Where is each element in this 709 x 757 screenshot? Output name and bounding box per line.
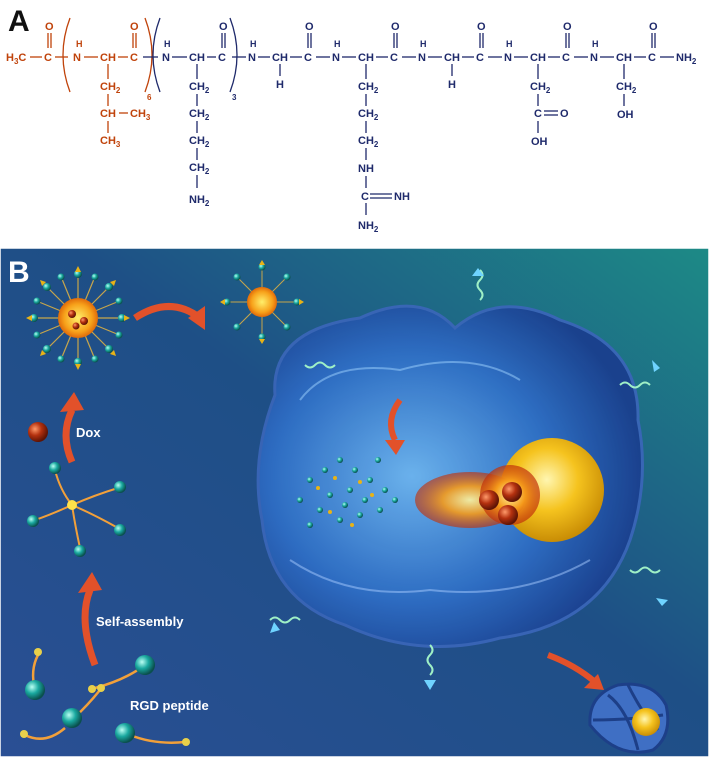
- ser-side-ch2: CH2: [616, 81, 637, 95]
- asp-side-c: C: [534, 108, 542, 120]
- lysine-repeat-count: 3: [232, 93, 237, 102]
- lys-o: O: [219, 21, 228, 33]
- lys-ch: CH: [189, 52, 205, 64]
- c-terminal-nh2: NH2: [676, 52, 697, 66]
- arg-c: C: [390, 52, 398, 64]
- arg-guanidino-c: C: [361, 191, 369, 203]
- ser-n: N: [590, 52, 598, 64]
- gly1-o: O: [305, 21, 314, 33]
- h3c-label: H3C: [6, 52, 26, 66]
- arg-o: O: [391, 21, 400, 33]
- asp-ch: CH: [530, 52, 546, 64]
- dox-label: Dox: [76, 425, 101, 440]
- ser-nh-h: H: [592, 39, 599, 49]
- lys-h: H: [164, 39, 171, 49]
- ser-ch: CH: [616, 52, 632, 64]
- dead-cell-fragment: [588, 682, 670, 754]
- leucine-repeat-count: 6: [147, 93, 152, 102]
- disassembled-micelle: [297, 457, 398, 528]
- ser-o: O: [649, 21, 658, 33]
- arg-n: N: [332, 52, 340, 64]
- arg-guanidino-nh2: NH2: [358, 220, 379, 234]
- arrow-dox-loading: [62, 408, 76, 464]
- leu-ch2: CH2: [100, 81, 121, 95]
- gly1-n: N: [248, 52, 256, 64]
- ser-side-oh: OH: [617, 109, 634, 121]
- asp-side-oh: OH: [531, 136, 548, 148]
- gly2-o: O: [477, 21, 486, 33]
- gly2-ch: CH: [444, 52, 460, 64]
- panel-b-label: B: [8, 256, 30, 289]
- lys-side-nh2: NH2: [189, 194, 210, 208]
- rgd-peptide-label: RGD peptide: [130, 698, 209, 713]
- lys-side-ch2-1: CH2: [189, 81, 210, 95]
- panel-b: B: [0, 247, 709, 757]
- loaded-micelle-large: [26, 266, 130, 370]
- lys-c: C: [218, 52, 226, 64]
- leu-nh: N: [73, 52, 81, 64]
- dox-molecule: [498, 505, 518, 525]
- asp-o: O: [563, 21, 572, 33]
- carbonyl-c-1: C: [44, 52, 52, 64]
- dox-molecule: [479, 490, 499, 510]
- lys-n: N: [162, 52, 170, 64]
- arrow-self-assembly: [81, 588, 99, 667]
- leu-ch3-bottom: CH3: [100, 135, 121, 149]
- leu-ch3-right: CH3: [130, 108, 151, 122]
- lys-side-ch2-4: CH2: [189, 162, 210, 176]
- asp-c: C: [562, 52, 570, 64]
- asp-n: N: [504, 52, 512, 64]
- asp-side-ch2: CH2: [530, 81, 551, 95]
- cancer-cell: [256, 304, 644, 648]
- leu-h: H: [76, 39, 83, 49]
- self-assembly-label: Self-assembly: [96, 614, 184, 629]
- gly1-nh-h: H: [250, 39, 257, 49]
- gly1-h: H: [276, 79, 284, 91]
- gly2-c: C: [476, 52, 484, 64]
- asp-nh-h: H: [506, 39, 513, 49]
- arg-side-ch2-1: CH2: [358, 81, 379, 95]
- carbonyl-o-1: O: [45, 21, 54, 33]
- arg-ch: CH: [358, 52, 374, 64]
- arrow-internalization: [388, 398, 403, 442]
- arg-guanidino-nh: NH: [394, 191, 410, 203]
- acetyl-leucine-segment: H3C C O N H CH C O CH2 CH CH3 CH3: [6, 17, 153, 149]
- gly2-n: N: [418, 52, 426, 64]
- arg-nh-h: H: [334, 39, 341, 49]
- arg-side-ch2-3: CH2: [358, 135, 379, 149]
- lys-side-ch2-3: CH2: [189, 135, 210, 149]
- gly2-nh-h: H: [420, 39, 427, 49]
- carbonyl-c-2: C: [130, 52, 138, 64]
- leu-ch: CH: [100, 52, 116, 64]
- lys-side-ch2-2: CH2: [189, 108, 210, 122]
- asp-side-o: O: [560, 108, 569, 120]
- rgd-peptide-monomers: [20, 648, 190, 746]
- gly1-ch: CH: [272, 52, 288, 64]
- leu-ch-branch: CH: [100, 108, 116, 120]
- arg-side-nh: NH: [358, 163, 374, 175]
- arrow-to-dead-cell: [546, 652, 597, 685]
- panel-a-label: A: [8, 5, 30, 38]
- gly1-c: C: [304, 52, 312, 64]
- loaded-micelle-small: [220, 260, 304, 344]
- carbonyl-o-2: O: [130, 21, 139, 33]
- ser-c: C: [648, 52, 656, 64]
- dox-free-molecule: [28, 422, 48, 442]
- panel-a: A H3C C O N H CH C O CH2 CH CH3: [6, 5, 697, 234]
- gly2-h: H: [448, 79, 456, 91]
- dox-molecule: [502, 482, 522, 502]
- arg-side-ch2-2: CH2: [358, 108, 379, 122]
- peptide-backbone: N H CH C O 3 CH2 CH2 CH2 CH2 NH2 N H: [143, 17, 697, 234]
